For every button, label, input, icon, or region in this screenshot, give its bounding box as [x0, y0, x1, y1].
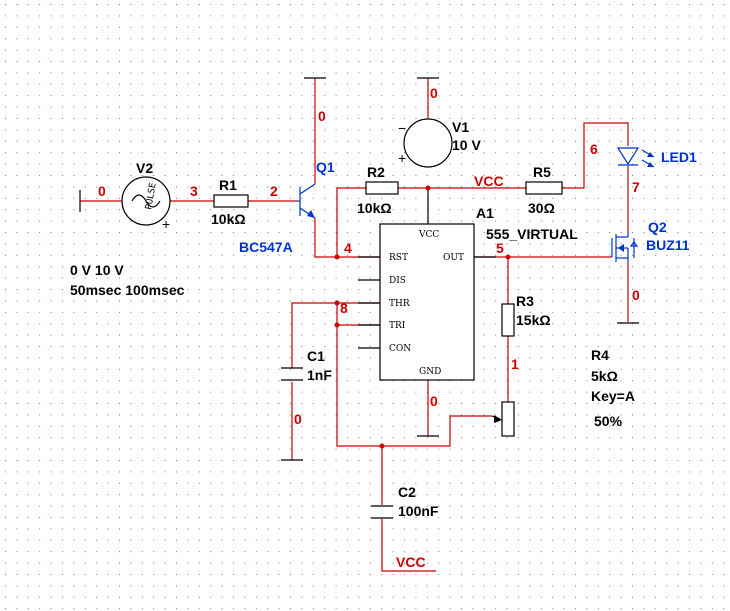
r4-setting: 50% — [594, 413, 623, 429]
r3-resistor[interactable] — [501, 303, 515, 337]
r5-value: 30Ω — [528, 200, 555, 216]
v1-dc-source[interactable] — [403, 118, 453, 168]
r2-name: R2 — [367, 164, 385, 180]
net-label-3: 3 — [190, 183, 198, 199]
q1-model: BC547A — [239, 239, 293, 255]
r5-name: R5 — [533, 164, 551, 180]
c2-capacitor[interactable] — [371, 505, 393, 519]
a1-pin-vcc: VCC — [418, 230, 439, 240]
wires — [80, 78, 629, 572]
c2-name: C2 — [398, 484, 416, 500]
a1-555-timer[interactable] — [358, 188, 496, 381]
a1-pin-out: OUT — [443, 253, 464, 263]
net-label-0-gnd: 0 — [430, 393, 438, 409]
grid-dots — [5, 4, 725, 610]
r4-key: Key=A — [591, 388, 635, 404]
net-label-1: 1 — [511, 356, 519, 372]
a1-pin-thr: THR — [389, 299, 410, 309]
net-label-0-q1: 0 — [318, 108, 326, 124]
r3-name: R3 — [516, 293, 534, 309]
q1-transistor[interactable] — [297, 183, 316, 219]
v2-plus-sign: + — [162, 216, 170, 232]
a1-name: A1 — [476, 205, 494, 221]
r4-name: R4 — [591, 347, 609, 363]
c1-name: C1 — [307, 348, 325, 364]
net-label-0-c1: 0 — [294, 411, 302, 427]
c1-capacitor[interactable] — [281, 367, 303, 381]
r2-resistor[interactable] — [365, 181, 399, 195]
v2-params-2: 50msec 100msec — [70, 282, 185, 298]
net-label-0-v1: 0 — [430, 85, 438, 101]
a1-pin-gnd: GND — [419, 367, 441, 377]
net-label-0-q2: 0 — [632, 287, 640, 303]
q1-name: Q1 — [316, 159, 335, 175]
led1-diode[interactable] — [616, 147, 655, 168]
q2-name: Q2 — [648, 219, 667, 235]
q2-model: BUZ11 — [646, 237, 690, 253]
v1-name: V1 — [452, 119, 469, 135]
r1-name: R1 — [219, 177, 237, 193]
a1-pin-dis: DIS — [389, 276, 406, 286]
r4-potentiometer[interactable] — [491, 401, 515, 437]
r5-resistor[interactable] — [525, 181, 563, 195]
v1-value: 10 V — [452, 137, 481, 153]
junction-dots — [334, 185, 511, 449]
r3-value: 15kΩ — [516, 312, 551, 328]
a1-pin-tri: TRI — [389, 321, 406, 331]
r4-value: 5kΩ — [591, 368, 618, 384]
net-label-8: 8 — [340, 300, 348, 316]
v1-plus: + — [398, 150, 406, 166]
a1-pin-rst: RST — [389, 253, 408, 263]
net-label-vcc-bottom: VCC — [396, 554, 426, 570]
net-label-7: 7 — [632, 179, 640, 195]
ground-symbols — [79, 77, 639, 461]
a1-model: 555_VIRTUAL — [486, 226, 578, 242]
net-label-6: 6 — [590, 141, 598, 157]
a1-pin-con: CON — [389, 344, 411, 354]
r2-value: 10kΩ — [357, 200, 392, 216]
net-label-0-v2: 0 — [98, 183, 106, 199]
v2-pulse-source[interactable] — [121, 176, 171, 226]
net-label-4: 4 — [344, 240, 352, 256]
c2-value: 100nF — [398, 503, 439, 519]
r1-resistor[interactable] — [213, 194, 249, 208]
r1-value: 10kΩ — [211, 211, 246, 227]
v1-minus: − — [398, 120, 406, 136]
net-label-2: 2 — [270, 183, 278, 199]
net-label-vcc-top: VCC — [474, 173, 504, 189]
led1-name: LED1 — [661, 149, 697, 165]
c1-value: 1nF — [307, 367, 332, 383]
v2-name: V2 — [136, 160, 153, 176]
v2-params-1: 0 V 10 V — [70, 262, 124, 278]
v2-pulse-label: PULSE — [144, 182, 159, 210]
q2-mosfet[interactable] — [611, 232, 639, 262]
net-label-5: 5 — [496, 240, 504, 256]
